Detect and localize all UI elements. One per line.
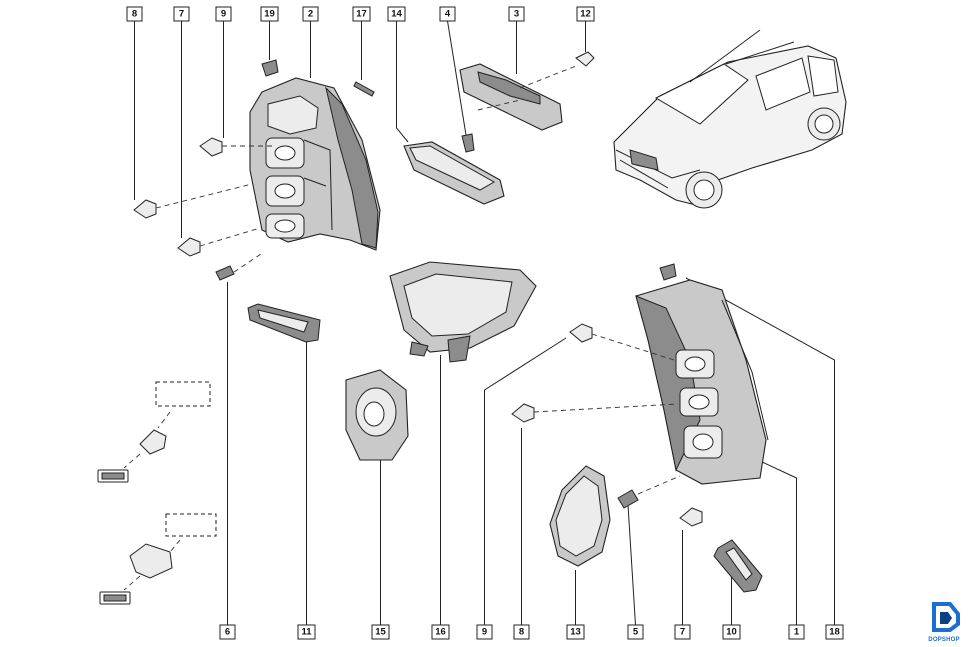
dopshop-logo-icon bbox=[932, 602, 960, 632]
svg-text:3: 3 bbox=[514, 9, 519, 20]
svg-text:6: 6 bbox=[225, 627, 230, 638]
clip-19 bbox=[261, 59, 279, 77]
svg-text:9: 9 bbox=[221, 9, 226, 20]
right-tail-lamp-housing bbox=[635, 279, 769, 485]
svg-text:17: 17 bbox=[356, 9, 367, 20]
reflector-11 bbox=[247, 303, 321, 343]
svg-text:16: 16 bbox=[435, 627, 446, 638]
screw-5 bbox=[617, 475, 681, 509]
callout-4-top: 4 bbox=[439, 6, 467, 136]
svg-text:7: 7 bbox=[680, 627, 685, 638]
callout-17-top: 17 bbox=[352, 6, 371, 80]
svg-text:1: 1 bbox=[794, 627, 800, 638]
lamp-unit-15 bbox=[345, 369, 409, 461]
callout-3-top: 3 bbox=[508, 6, 525, 74]
svg-text:18: 18 bbox=[829, 627, 840, 638]
svg-text:8: 8 bbox=[132, 9, 137, 20]
reflector-10 bbox=[713, 539, 763, 593]
svg-text:14: 14 bbox=[391, 9, 402, 20]
svg-text:5: 5 bbox=[633, 627, 639, 638]
bulb-8-bottom bbox=[511, 403, 679, 423]
svg-text:12: 12 bbox=[580, 9, 591, 20]
callout-13-bottom: 13 bbox=[566, 570, 585, 640]
logo-text: DOPSHOP bbox=[928, 637, 960, 643]
callout-9-bottom: 9 bbox=[476, 337, 567, 640]
left-tail-lamp-housing bbox=[249, 77, 381, 251]
callout-9-top: 9 bbox=[215, 6, 232, 138]
callout-8-bottom: 8 bbox=[513, 428, 530, 640]
seal-strip-17 bbox=[353, 81, 375, 97]
bulb-8-top bbox=[133, 183, 253, 219]
lens-13 bbox=[549, 465, 611, 567]
vehicle-illustration bbox=[613, 29, 847, 209]
bulb-socket-left-2 bbox=[99, 513, 217, 605]
rear-fog-lamp-housing-16 bbox=[389, 261, 537, 363]
callout-19-top: 19 bbox=[260, 6, 279, 60]
high-mount-stop-lamp-lens-14 bbox=[403, 141, 505, 205]
bulb-9-bottom bbox=[569, 323, 675, 361]
callout-11-bottom: 11 bbox=[297, 340, 316, 640]
callout-14-top: 14 bbox=[387, 6, 409, 143]
bulb-7-top bbox=[177, 227, 261, 257]
screw-4 bbox=[461, 133, 475, 153]
callout-7-top: 7 bbox=[173, 6, 190, 238]
svg-text:4: 4 bbox=[445, 9, 451, 20]
bulb-12 bbox=[575, 51, 595, 67]
svg-text:7: 7 bbox=[179, 9, 184, 20]
callout-8-top: 8 bbox=[126, 6, 143, 200]
callout-2-top: 2 bbox=[302, 6, 319, 78]
callout-1-bottom: 1 bbox=[761, 461, 805, 640]
svg-text:15: 15 bbox=[375, 627, 386, 638]
clip-18 bbox=[659, 263, 677, 281]
svg-text:2: 2 bbox=[308, 9, 313, 20]
bulb-9-top bbox=[199, 137, 272, 157]
callout-12-top: 12 bbox=[576, 6, 595, 52]
high-mount-stop-lamp-body-3 bbox=[459, 63, 577, 131]
callout-18-bottom: 18 bbox=[685, 277, 844, 640]
callout-15-bottom: 15 bbox=[371, 460, 390, 640]
screw-6 bbox=[215, 251, 265, 281]
svg-text:13: 13 bbox=[570, 627, 581, 638]
svg-text:10: 10 bbox=[726, 627, 737, 638]
svg-text:19: 19 bbox=[264, 9, 275, 20]
callout-6-bottom: 6 bbox=[219, 282, 236, 640]
svg-text:11: 11 bbox=[301, 627, 312, 638]
svg-text:8: 8 bbox=[519, 627, 524, 638]
bulb-socket-left-1 bbox=[97, 381, 211, 483]
svg-text:9: 9 bbox=[482, 627, 487, 638]
dopshop-logo: DOPSHOP bbox=[924, 602, 964, 643]
bulb-7-bottom bbox=[679, 507, 703, 527]
callout-5-bottom: 5 bbox=[627, 504, 644, 640]
callout-7-bottom: 7 bbox=[674, 530, 691, 640]
callout-16-bottom: 16 bbox=[431, 355, 450, 640]
